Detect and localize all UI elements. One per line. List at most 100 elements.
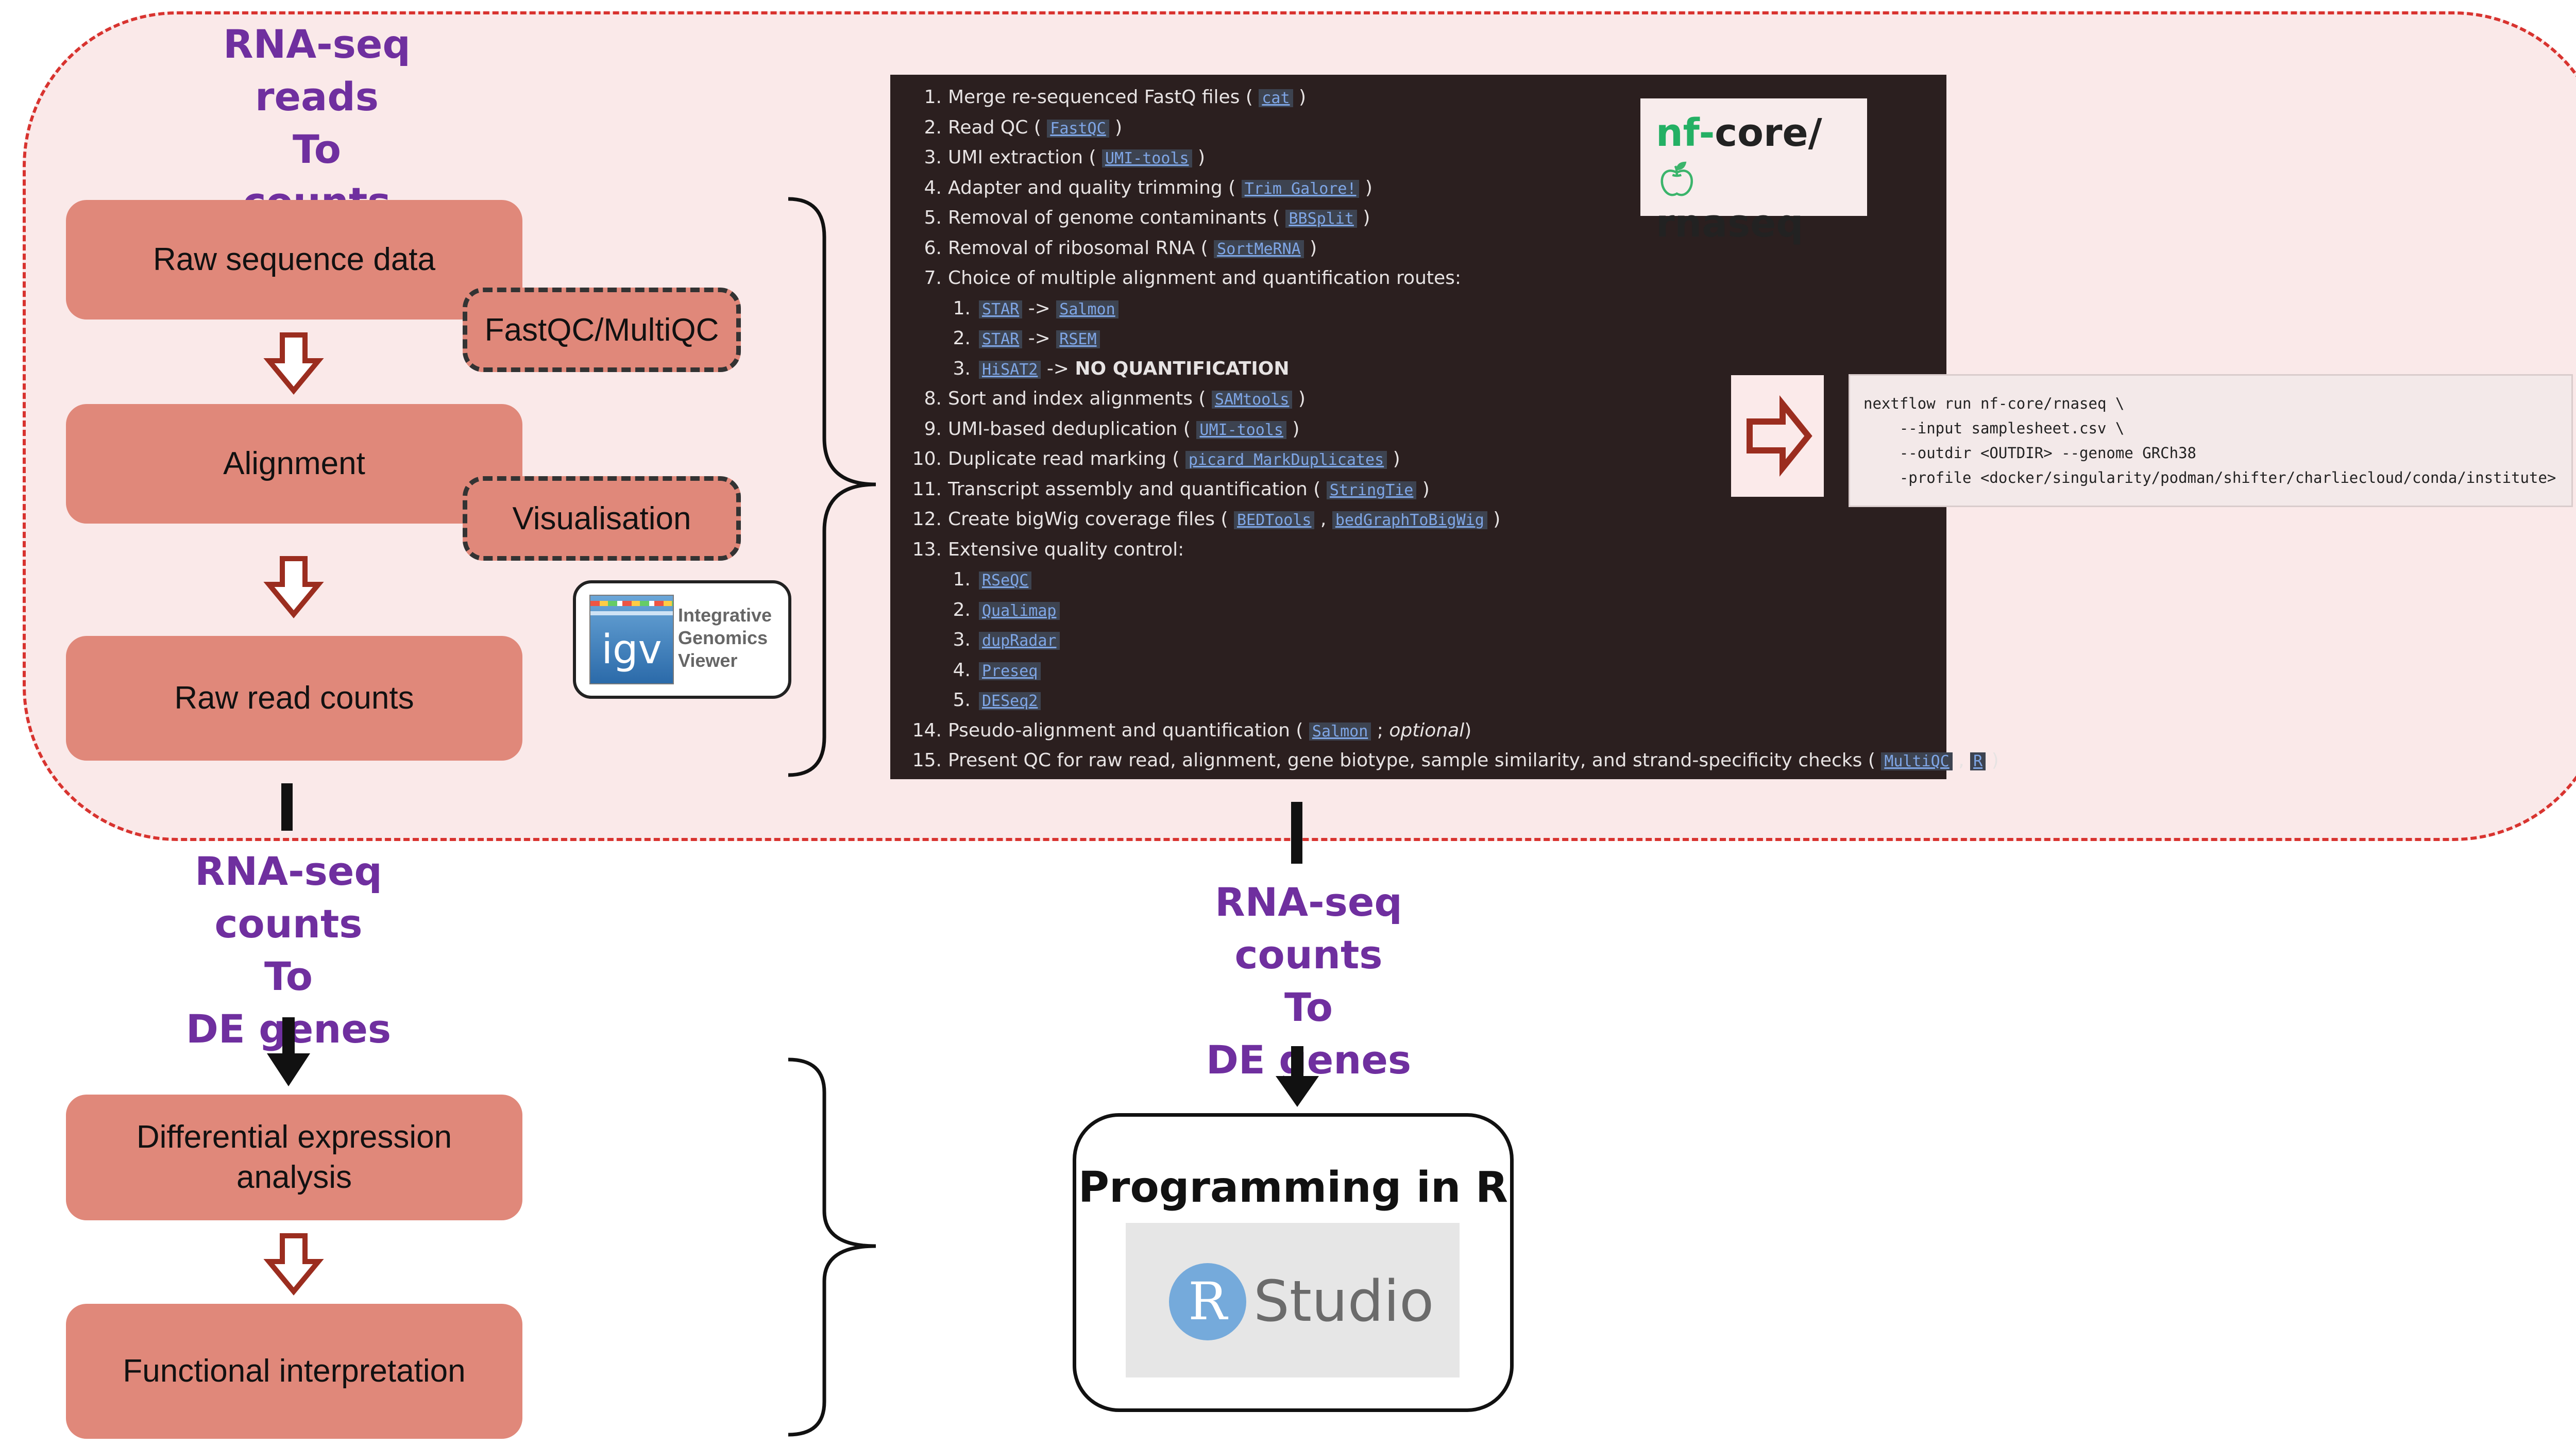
qc-number: 2. bbox=[953, 599, 971, 620]
tool-link[interactable]: SortMeRNA bbox=[1214, 240, 1304, 258]
pipeline-step: 4. Adapter and quality trimming ( Trim Ga… bbox=[890, 174, 1372, 204]
pipeline-step: 3.UMI extraction ( UMI-tools ) bbox=[890, 143, 1205, 173]
step-text: UMI-based deduplication ( bbox=[948, 418, 1197, 440]
step-text: ) bbox=[1387, 448, 1400, 469]
step-number: 12. bbox=[912, 509, 942, 530]
pipeline-step: 1.RSeQC bbox=[890, 565, 1032, 595]
apple-core-icon: 🍏︎ bbox=[1656, 160, 1698, 198]
step-number: 3. bbox=[924, 147, 942, 168]
step-text: Sort and index alignments ( bbox=[948, 388, 1212, 409]
tool-link[interactable]: cat bbox=[1259, 89, 1293, 107]
igv-text-3: Viewer bbox=[678, 650, 738, 671]
tool-link[interactable]: R bbox=[1970, 752, 1986, 770]
pipeline-step: 2. Qualimap bbox=[890, 596, 1060, 626]
route-number: 2. bbox=[953, 328, 971, 349]
tool-link[interactable]: UMI-tools bbox=[1196, 421, 1286, 439]
pipeline-step: 2.Read QC ( FastQC ) bbox=[890, 113, 1123, 143]
tool-qc-label: FastQC/MultiQC bbox=[484, 312, 719, 348]
pipeline-step: 1.STAR -> Salmon bbox=[890, 294, 1118, 324]
tool-link[interactable]: MultiQC bbox=[1881, 752, 1953, 770]
tool-link[interactable]: dupRadar bbox=[979, 632, 1060, 650]
tool-link[interactable]: STAR bbox=[979, 330, 1023, 348]
tool-link[interactable]: RSeQC bbox=[979, 572, 1032, 590]
step-text: Create bigWig coverage files ( bbox=[948, 509, 1234, 530]
pipeline-step: 13. Extensive quality control: bbox=[890, 535, 1184, 564]
connector-right bbox=[1291, 802, 1302, 864]
step-number: 9. bbox=[924, 418, 942, 440]
step-text: Choice of multiple alignment and quantif… bbox=[948, 267, 1462, 289]
step-text: ; bbox=[1371, 719, 1389, 741]
step-text: Removal of ribosomal RNA ( bbox=[948, 237, 1214, 259]
tool-link[interactable]: FastQC bbox=[1047, 119, 1109, 138]
pipeline-step: 3.HiSAT2 -> NO QUANTIFICATION bbox=[890, 355, 1290, 384]
tool-link[interactable]: picard MarkDuplicates bbox=[1185, 451, 1387, 469]
tool-link[interactable]: RSEM bbox=[1056, 330, 1100, 348]
step-number: 5. bbox=[924, 207, 942, 228]
black-down-arrow-icon bbox=[267, 1017, 310, 1086]
right-arrow-icon bbox=[1747, 395, 1812, 477]
tool-vis-label: Visualisation bbox=[512, 500, 691, 536]
step-text: , bbox=[1314, 509, 1332, 530]
igv-text-1: Integrative bbox=[678, 604, 772, 626]
step-text: Pseudo-alignment and quantification ( bbox=[948, 719, 1309, 741]
step-text: ) bbox=[1357, 207, 1370, 228]
tool-link[interactable]: HiSAT2 bbox=[979, 360, 1041, 379]
step-text: ) bbox=[1303, 237, 1317, 259]
tool-link[interactable]: STAR bbox=[979, 300, 1023, 318]
step-number: 15. bbox=[912, 750, 942, 771]
route-arrow: -> bbox=[1041, 358, 1075, 379]
pipeline-step: 1.Merge re-sequenced FastQ files ( cat ) bbox=[890, 83, 1306, 113]
tool-link[interactable]: Salmon bbox=[1056, 300, 1118, 318]
step-de-label: Differential expression analysis bbox=[136, 1119, 452, 1195]
nextflow-command: nextflow run nf-core/rnaseq \ --input sa… bbox=[1849, 374, 2573, 507]
step-text: Adapter and quality trimming ( bbox=[948, 177, 1242, 198]
tool-link[interactable]: bedGraphToBigWig bbox=[1332, 511, 1487, 529]
step-raw-read-counts: Raw read counts bbox=[66, 636, 522, 761]
step-differential-expression: Differential expression analysis bbox=[66, 1095, 522, 1220]
step-text: Merge re-sequenced FastQ files ( bbox=[948, 87, 1259, 108]
down-arrow-icon bbox=[263, 332, 324, 395]
tool-link[interactable]: UMI-tools bbox=[1101, 149, 1192, 167]
tool-link[interactable]: Preseq bbox=[979, 662, 1041, 680]
step-text: Duplicate read marking ( bbox=[948, 448, 1185, 469]
step-text: ) bbox=[1464, 719, 1472, 741]
r-circle-icon: R bbox=[1169, 1263, 1246, 1340]
pipeline-step: 6. Removal of ribosomal RNA ( SortMeRNA ) bbox=[890, 234, 1317, 264]
tool-link[interactable]: Trim Galore! bbox=[1241, 179, 1360, 198]
tool-link[interactable]: DESeq2 bbox=[979, 692, 1041, 710]
step-alignment-label: Alignment bbox=[223, 446, 365, 481]
pipeline-step: 11.Transcript assembly and quantificatio… bbox=[890, 475, 1430, 505]
step-number: 13. bbox=[912, 539, 942, 560]
step-text: Read QC ( bbox=[948, 116, 1047, 138]
black-down-arrow-icon bbox=[1276, 1046, 1319, 1107]
rstudio-logo: R Studio bbox=[1126, 1223, 1460, 1377]
step-number: 2. bbox=[924, 116, 942, 138]
route-arrow: -> bbox=[1022, 297, 1057, 319]
programming-in-r-box: Programming in R R Studio bbox=[1073, 1113, 1514, 1412]
tool-link[interactable]: BEDTools bbox=[1233, 511, 1315, 529]
tool-link[interactable]: BBSplit bbox=[1285, 210, 1357, 228]
pipeline-step: 7.Choice of multiple alignment and quant… bbox=[890, 264, 1461, 293]
pipeline-step: 3. dupRadar bbox=[890, 626, 1060, 656]
step-alignment: Alignment bbox=[66, 404, 522, 524]
tool-link[interactable]: SAMtools bbox=[1211, 391, 1293, 409]
step-number: 6. bbox=[924, 237, 942, 259]
down-arrow-icon bbox=[263, 556, 324, 618]
tool-link[interactable]: Qualimap bbox=[979, 601, 1060, 620]
step-text: optional bbox=[1389, 719, 1465, 741]
r-heading: Programming in R bbox=[1078, 1163, 1509, 1212]
step-text: , bbox=[1952, 750, 1971, 771]
tool-link[interactable]: StringTie bbox=[1326, 481, 1417, 499]
igv-text-2: Genomics bbox=[678, 627, 768, 648]
connector-left bbox=[281, 783, 293, 831]
route-arrow: -> bbox=[1022, 328, 1057, 349]
tool-link[interactable]: Salmon bbox=[1309, 722, 1371, 741]
step-text: Removal of genome contaminants ( bbox=[948, 207, 1286, 228]
step-text: Extensive quality control: bbox=[948, 539, 1184, 560]
step-number: 4. bbox=[924, 177, 942, 198]
qc-number: 3. bbox=[953, 629, 971, 650]
step-text: ) bbox=[1292, 388, 1306, 409]
tool-fastqc-multiqc: FastQC/MultiQC bbox=[463, 288, 741, 372]
